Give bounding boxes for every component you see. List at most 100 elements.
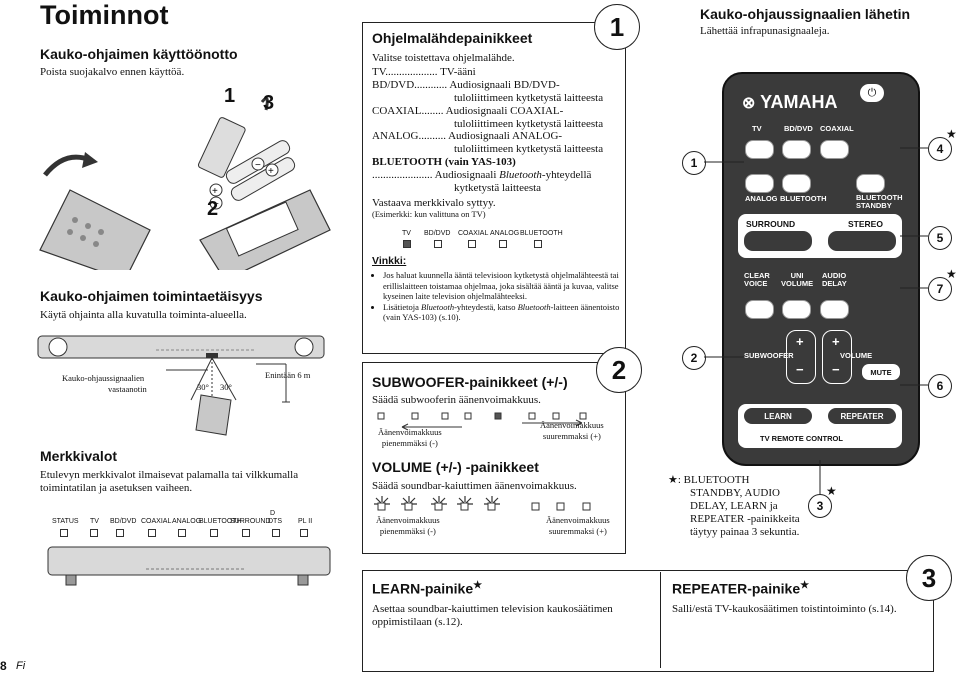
indicator-dts-prefix: D [270, 510, 276, 517]
brand-text: YAMAHA [760, 92, 838, 112]
setup-step-3: 3 [263, 92, 275, 114]
source-value2-coaxial: tuloliittimeen kytketystä laitteesta [454, 118, 604, 130]
uni-2: VOLUME [781, 279, 814, 288]
subwoofer-rocker[interactable] [786, 330, 816, 384]
coaxial-button[interactable] [820, 140, 849, 159]
tv-button[interactable] [745, 140, 774, 159]
lamp-bluetooth [210, 529, 218, 537]
ex-label-coaxial: COAXIAL [458, 230, 489, 237]
source-value-bddvd: Audiosignaali BD/DVD- [449, 79, 560, 91]
analog-button[interactable] [745, 174, 774, 193]
remote-setup-illustration: + − − + [39, 96, 331, 270]
uni-volume-button[interactable] [782, 300, 811, 319]
learn-repeater-box [362, 570, 934, 672]
mute-button[interactable]: MUTE [862, 364, 900, 380]
source-value-tv: TV-ääni [440, 66, 476, 78]
example-indicators: TV BD/DVD COAXIAL ANALOG BLUETOOTH [372, 230, 612, 250]
indicators-text: Etulevyn merkkivalot ilmaisevat palamall… [40, 469, 299, 494]
source-row-bluetooth: ...................... Audiosignaali Blu… [372, 169, 622, 182]
lamp-status [60, 529, 68, 537]
note-1: BLUETOOTH [683, 474, 750, 486]
star-4: ★ [946, 127, 957, 141]
audio-delay-button[interactable] [820, 300, 849, 319]
source-key-bddvd: BD/DVD [372, 79, 415, 91]
source-buttons-box [362, 22, 626, 354]
source-row-tv: TV................... TV-ääni [372, 66, 622, 79]
subwoofer-indicator-row [377, 412, 587, 431]
range-distance: Enintään 6 m [265, 370, 311, 380]
vol-high-2: suuremmaksi (+) [548, 525, 607, 536]
vol-plus-label: + [832, 334, 840, 349]
learn-title-text: LEARN-painike [372, 580, 474, 597]
star-3: ★ [826, 484, 837, 498]
learn-text: Asettaa soundbar-kaiuttimen television k… [372, 603, 613, 628]
source-dots-analog: .......... [418, 130, 446, 142]
star-note: ★: BLUETOOTH STANDBY, AUDIO DELAY, LEARN… [668, 474, 808, 539]
setup-heading: Kauko-ohjaimen käyttöönotto [40, 46, 238, 62]
volume-title: VOLUME (+/-) -painikkeet [372, 459, 539, 475]
indicator-surround: SURROUND [230, 518, 271, 525]
sub-high-2: suuremmaksi (+) [542, 430, 601, 441]
indicator-status: STATUS [52, 518, 79, 525]
vol-high: Äänenvoimakkuus suuremmaksi (+) [546, 515, 610, 536]
source-key-bluetooth: BLUETOOTH (vain YAS-103) [372, 156, 516, 168]
box2-number: 2 [596, 347, 642, 393]
callout-6: 6 [928, 374, 952, 398]
source-value2-analog: tuloliittimeen kytketystä laitteesta [454, 143, 604, 155]
vol-low-1: Äänenvoimakkuus [376, 515, 440, 525]
page-number: 8 [0, 659, 7, 673]
indicator-pl2: PL II [298, 518, 313, 525]
bt-value-b: Bluetooth [499, 169, 542, 181]
learn-title: LEARN-painike★ [372, 580, 482, 597]
callout-1: 1 [682, 151, 706, 175]
source-key-tv: TV [372, 66, 386, 78]
remote-lbl-analog: ANALOG [745, 194, 778, 203]
repeater-button[interactable]: REPEATER [828, 408, 896, 424]
tips-list: Jos haluat kuunnella ääntä televisioon k… [372, 270, 620, 323]
tips-title: Vinkki: [372, 255, 407, 267]
stereo-button[interactable] [828, 231, 896, 251]
subwoofer-title: SUBWOOFER-painikkeet (+/-) [372, 374, 568, 390]
uni-1: UNI [790, 271, 804, 280]
ex-lamp-bddvd [434, 240, 442, 248]
box1-intro: Valitse toistettava ohjelmalähde. [372, 52, 515, 64]
lamp-surround [242, 529, 250, 537]
vol-low-2: pienemmäksi (-) [379, 525, 436, 536]
remote-subtitle: Lähettää infrapunasignaaleja. [700, 25, 830, 37]
sub-high-1: Äänenvoimakkuus [540, 420, 604, 430]
power-button[interactable]: ⏻ [860, 84, 884, 102]
callout-2: 2 [682, 346, 706, 370]
power-icon: ⏻ [867, 86, 877, 99]
soundbar-front-illustration [47, 546, 331, 586]
bluetooth-button[interactable] [782, 174, 811, 193]
yamaha-logo-icon: ⊗ [742, 95, 756, 112]
box1-title: Ohjelmalähdepainikkeet [372, 30, 533, 46]
volume-rocker[interactable] [822, 330, 852, 384]
tv-remote-control-label: TV REMOTE CONTROL [760, 434, 843, 443]
sub-low: Äänenvoimakkuus pienemmäksi (-) [378, 427, 442, 448]
bluetooth-standby-button[interactable] [856, 174, 885, 193]
vol-low: Äänenvoimakkuus pienemmäksi (-) [376, 515, 440, 536]
learn-button[interactable]: LEARN [744, 408, 812, 424]
repeater-title-text: REPEATER-painike [672, 580, 801, 597]
ex-label-tv: TV [402, 230, 411, 237]
source-value-analog: Audiosignaali ANALOG- [448, 130, 563, 142]
source-value2-bddvd: tuloliittimeen kytketystä laitteesta [454, 92, 604, 104]
callout-5: 5 [928, 226, 952, 250]
remote-title: Kauko-ohjaussignaalien lähetin [700, 6, 911, 22]
indicator-tv: TV [90, 518, 99, 525]
callout-lines [704, 147, 928, 495]
tip-2: Lisätietoja Bluetooth-yhteydestä, katso … [383, 302, 620, 323]
receiver-label-2: vastaanotin [108, 384, 147, 394]
note-3: DELAY, LEARN ja [690, 500, 778, 512]
surround-button[interactable] [744, 231, 812, 251]
lamp-tv [90, 529, 98, 537]
clear-voice-button[interactable] [745, 300, 774, 319]
indicator-bddvd: BD/DVD [110, 518, 137, 525]
lamp-dts [272, 529, 280, 537]
bddvd-button[interactable] [782, 140, 811, 159]
ex-lamp-coaxial [468, 240, 476, 248]
bt-standby-1: BLUETOOTH [856, 193, 903, 202]
